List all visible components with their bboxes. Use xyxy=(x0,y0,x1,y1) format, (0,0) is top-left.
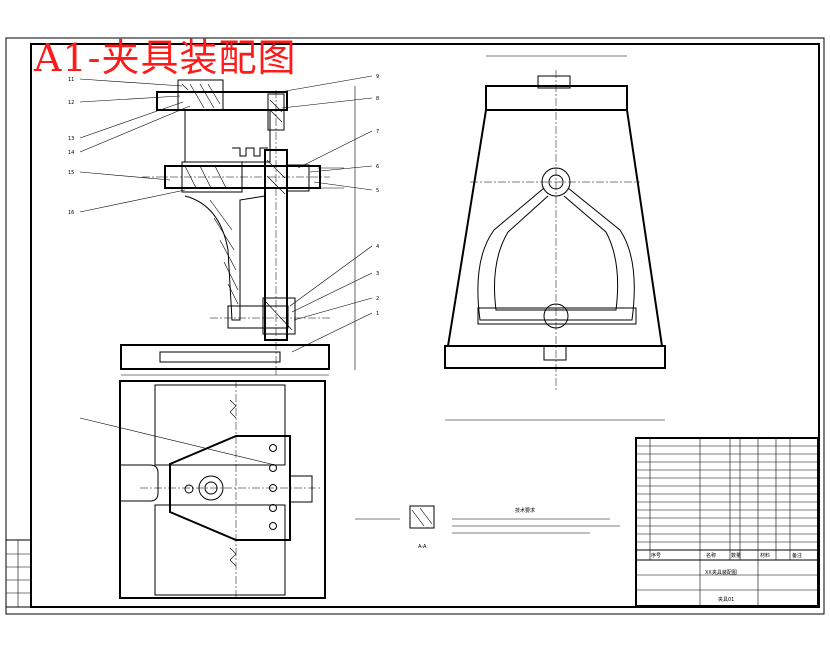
inner-border xyxy=(30,43,820,608)
balloon-label: 12 xyxy=(68,100,74,106)
detail-label: A-A xyxy=(418,544,427,550)
balloon-label: 8 xyxy=(376,96,379,102)
col-header: 序号 xyxy=(651,552,661,559)
drawing-title: A1-夹具装配图 xyxy=(34,36,297,80)
balloon-label: 2 xyxy=(376,296,379,302)
balloon-label: 14 xyxy=(68,150,74,156)
side-view xyxy=(444,55,666,421)
balloon-label: 5 xyxy=(376,188,379,194)
leaders-right xyxy=(279,75,373,353)
col-header: 数量 xyxy=(731,552,741,559)
margin-table xyxy=(5,539,32,608)
col-header: 名称 xyxy=(706,552,716,559)
balloon-label: 7 xyxy=(376,129,379,135)
balloon-label: 4 xyxy=(376,244,379,250)
leaders-left xyxy=(79,78,276,466)
balloon-label: 15 xyxy=(68,170,74,176)
balloon-labels-right: 9 8 7 6 5 4 3 2 1 xyxy=(376,74,379,317)
col-header: 备注 xyxy=(792,552,802,559)
balloon-label: 13 xyxy=(68,136,74,142)
tech-req-lines xyxy=(452,518,620,534)
balloon-label: 3 xyxy=(376,271,379,277)
drawing-name: XX夹具装配图 xyxy=(705,569,737,576)
drawing-no: 夹具01 xyxy=(718,596,734,603)
detail-view xyxy=(355,505,435,529)
col-header: 材料 xyxy=(760,552,770,559)
tech-req-title: 技术要求 xyxy=(515,507,535,514)
balloon-label: 6 xyxy=(376,164,379,170)
balloon-label: 9 xyxy=(376,74,379,80)
front-view xyxy=(120,79,356,376)
balloon-label: 1 xyxy=(376,311,379,317)
parts-list xyxy=(635,437,819,607)
balloon-label: 11 xyxy=(68,77,74,83)
titleblock-text: 序号 名称 数量 材料 备注 XX夹具装配图 夹具01 xyxy=(651,552,802,603)
top-view xyxy=(119,380,326,600)
balloon-label: 16 xyxy=(68,210,74,216)
balloon-labels-left: 11 12 13 14 15 16 xyxy=(68,77,74,216)
outer-border xyxy=(5,37,825,615)
